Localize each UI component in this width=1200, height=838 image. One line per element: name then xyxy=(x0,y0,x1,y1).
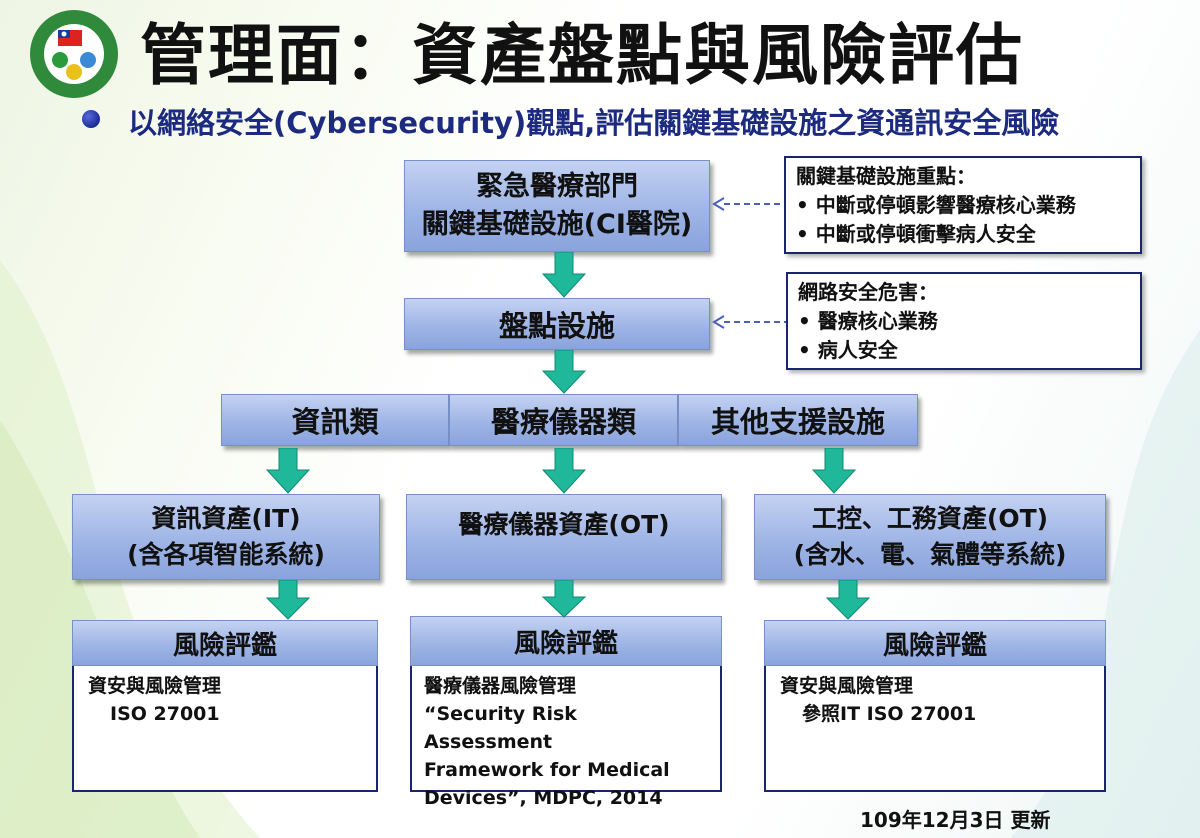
ci-focus-item-1: • 中斷或停頓影響醫療核心業務 xyxy=(796,193,1076,217)
ci-focus-item-2: • 中斷或停頓衝擊病人安全 xyxy=(796,222,1036,246)
risk-detail-facility-line-1: 資安與風險管理 xyxy=(780,675,914,697)
risk-detail-facility: 資安與風險管理 參照IT ISO 27001 xyxy=(764,666,1106,792)
asset-facility-ot-line-1: 工控、工務資產(OT) xyxy=(811,504,1049,533)
down-arrow-2 xyxy=(542,350,586,394)
risk-detail-medical-line-3: Framework for Medical xyxy=(424,759,670,781)
ci-hospital-box: 緊急醫療部門 關鍵基礎設施(CI醫院) xyxy=(404,160,710,252)
risk-assessment-facility: 風險評鑑 xyxy=(764,620,1106,666)
down-arrow-support xyxy=(812,448,856,494)
risk-detail-it: 資安與風險管理 ISO 27001 xyxy=(72,666,378,792)
dashed-arrow-cyber-harm xyxy=(712,315,786,329)
asset-medical-ot-box: 醫療儀器資產(OT) xyxy=(406,494,722,580)
risk-detail-it-line-1: 資安與風險管理 xyxy=(88,675,222,697)
risk-assessment-facility-label: 風險評鑑 xyxy=(882,630,987,661)
category-medical-device: 醫療儀器類 xyxy=(449,394,678,446)
risk-detail-it-line-2: ISO 27001 xyxy=(110,703,220,725)
down-arrow-risk-medical xyxy=(542,580,586,618)
page-subtitle: 以網絡安全(Cybersecurity)觀點,評估關鍵基礎設施之資通訊安全風險 xyxy=(128,106,1060,140)
category-info: 資訊類 xyxy=(221,394,449,446)
cyber-harm-item-2: • 病人安全 xyxy=(798,338,898,362)
risk-detail-facility-line-2: 參照IT ISO 27001 xyxy=(802,703,977,725)
ci-focus-note: 關鍵基礎設施重點： • 中斷或停頓影響醫療核心業務 • 中斷或停頓衝擊病人安全 xyxy=(784,156,1142,254)
asset-medical-ot-line-1: 醫療儀器資產(OT) xyxy=(458,510,670,539)
asset-facility-ot-line-2: (含水、電、氣體等系統) xyxy=(793,540,1067,569)
down-arrow-1 xyxy=(542,252,586,298)
down-arrow-risk-facility xyxy=(826,580,870,620)
down-arrow-info xyxy=(266,448,310,494)
risk-assessment-it-label: 風險評鑑 xyxy=(172,630,277,661)
dashed-arrow-ci-focus xyxy=(712,197,784,211)
risk-assessment-medical: 風險評鑑 xyxy=(410,616,722,666)
category-medical-device-label: 醫療儀器類 xyxy=(490,405,636,439)
risk-detail-medical-line-2: “Security Risk Assessment xyxy=(424,703,577,753)
category-support-facility: 其他支援設施 xyxy=(678,394,918,446)
category-support-facility-label: 其他支援設施 xyxy=(710,405,885,439)
page-title: 管理面：資產盤點與風險評估 xyxy=(140,17,1024,94)
risk-detail-medical-line-1: 醫療儀器風險管理 xyxy=(424,675,577,697)
asset-facility-ot-box: 工控、工務資產(OT) (含水、電、氣體等系統) xyxy=(754,494,1106,580)
down-arrow-risk-it xyxy=(266,580,310,620)
asset-it-line-2: (含各項智能系統) xyxy=(127,540,325,569)
risk-detail-medical-line-4: Devices”, MDPC, 2014 xyxy=(424,787,663,809)
risk-detail-medical: 醫療儀器風險管理 “Security Risk Assessment Frame… xyxy=(410,666,722,809)
cyber-harm-heading: 網路安全危害： xyxy=(798,280,938,304)
cyber-harm-note: 網路安全危害： • 醫療核心業務 • 病人安全 xyxy=(786,272,1142,370)
bullet-icon xyxy=(82,110,100,128)
risk-assessment-medical-label: 風險評鑑 xyxy=(513,628,618,659)
hospital-association-logo xyxy=(30,10,118,98)
ci-hospital-line-2: 關鍵基礎設施(CI醫院) xyxy=(421,209,693,240)
category-info-label: 資訊類 xyxy=(291,405,379,439)
cyber-harm-item-1: • 醫療核心業務 xyxy=(798,309,938,333)
ci-focus-heading: 關鍵基礎設施重點： xyxy=(796,164,976,188)
updated-date: 109年12月3日 更新 xyxy=(860,808,1051,832)
ci-hospital-line-1: 緊急醫療部門 xyxy=(476,171,638,202)
inventory-box: 盤點設施 xyxy=(404,298,710,350)
inventory-label: 盤點設施 xyxy=(498,309,615,343)
down-arrow-medical xyxy=(542,448,586,494)
risk-assessment-it: 風險評鑑 xyxy=(72,620,378,666)
asset-it-box: 資訊資產(IT) (含各項智能系統) xyxy=(72,494,380,580)
asset-it-line-1: 資訊資產(IT) xyxy=(151,504,301,533)
